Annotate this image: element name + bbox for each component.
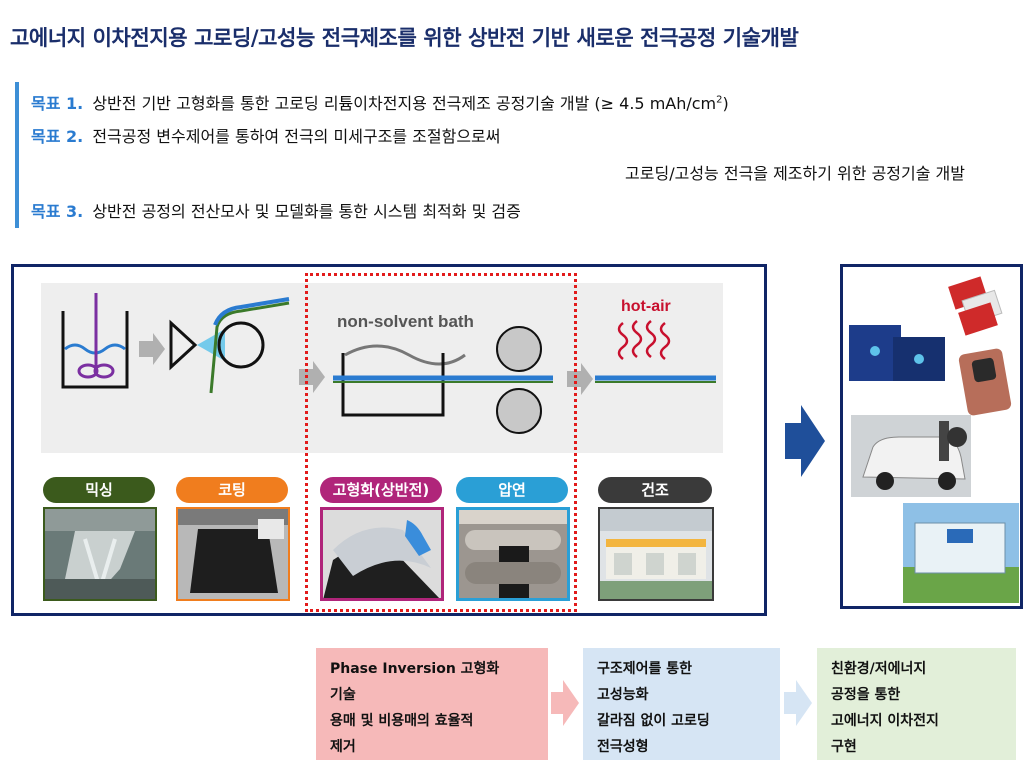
goal-1-tail: ) xyxy=(722,94,729,113)
summary-line: 구현 xyxy=(831,739,857,755)
phase-inversion-highlight xyxy=(305,273,577,612)
arrow-right-icon xyxy=(784,680,812,726)
process-schematic: non-solvent bath hot-air xyxy=(41,283,723,453)
goal-2: 목표 2. 전극공정 변수제어를 통하여 전극의 미세구조를 조절함으로써 xyxy=(31,123,500,147)
battery-module-icon xyxy=(849,325,945,381)
step-drying-label: 건조 xyxy=(598,477,712,503)
big-arrow-right-icon xyxy=(785,405,825,477)
rolling-photo xyxy=(456,507,570,601)
step-rolling-label: 압연 xyxy=(456,477,568,503)
goals-panel: 목표 1. 상반전 기반 고형화를 통한 고로딩 리튬이차전지용 전극제조 공정… xyxy=(15,82,1005,228)
goal-2-continuation: 고로딩/고성능 전극을 제조하기 위한 공정기술 개발 xyxy=(625,164,965,183)
summary-box-structure-control: 구조제어를 통한 고성능화 갈라짐 없이 고로딩 전극성형 xyxy=(583,648,780,760)
hot-air-icon xyxy=(617,320,671,360)
bath-label: non-solvent bath xyxy=(337,312,474,331)
goal-2-text: 전극공정 변수제어를 통하여 전극의 미세구조를 조절함으로써 xyxy=(92,127,501,146)
coating-die-icon xyxy=(169,297,290,394)
summary-box-eco-friendly: 친환경/저에너지 공정을 통한 고에너지 이차전지 구현 xyxy=(817,648,1016,760)
goal-1-label: 목표 1. xyxy=(31,94,84,113)
summary-line: 친환경/저에너지 xyxy=(831,661,927,677)
summary-line: 공정을 통한 xyxy=(831,687,901,703)
hot-air-label: hot-air xyxy=(621,298,671,315)
energy-storage-container-icon xyxy=(903,503,1019,603)
electric-vehicle-icon xyxy=(851,415,971,497)
applications-box xyxy=(840,264,1023,609)
drying-photo xyxy=(598,507,714,601)
step-coating-label: 코팅 xyxy=(176,477,288,503)
mixing-tank-icon xyxy=(61,293,129,389)
goal-3-label: 목표 3. xyxy=(31,202,84,221)
non-solvent-bath-icon xyxy=(333,326,553,434)
summary-line: 고성능화 xyxy=(597,687,649,703)
goal-2-label: 목표 2. xyxy=(31,127,84,146)
goal-1: 목표 1. 상반전 기반 고형화를 통한 고로딩 리튬이차전지용 전극제조 공정… xyxy=(31,90,729,114)
page-title: 고에너지 이차전지용 고로딩/고성능 전극제조를 위한 상반전 기반 새로운 전… xyxy=(10,26,799,50)
arrow-right-icon xyxy=(551,680,579,726)
step-mixing-label: 믹싱 xyxy=(43,477,155,503)
goal-3-text: 상반전 공정의 전산모사 및 모델화를 통한 시스템 최적화 및 검증 xyxy=(92,202,521,221)
summary-line: 제거 xyxy=(330,739,356,755)
summary-line: 기술 xyxy=(330,687,356,703)
foldable-phone-icon xyxy=(958,348,1012,416)
summary-line: 구조제어를 통한 xyxy=(597,661,693,677)
goal-1-superscript: 2 xyxy=(716,94,723,106)
arrow-right-icon xyxy=(567,363,593,395)
summary-box-phase-inversion: Phase Inversion 고형화 기술 용매 및 비용매의 효율적 제거 xyxy=(316,648,548,760)
step-solidification-label: 고형화(상반전) xyxy=(320,477,442,503)
pouch-cells-icon xyxy=(948,276,1003,336)
goal-1-text: 상반전 기반 고형화를 통한 고로딩 리튬이차전지용 전극제조 공정기술 개발 … xyxy=(92,94,717,113)
summary-line: 갈라짐 없이 고로딩 xyxy=(597,713,710,729)
process-diagram-box: non-solvent bath hot-air 믹싱 코팅 xyxy=(11,264,767,616)
goal-3: 목표 3. 상반전 공정의 전산모사 및 모델화를 통한 시스템 최적화 및 검… xyxy=(31,198,521,222)
coating-photo xyxy=(176,507,290,601)
summary-line: 용매 및 비용매의 효율적 xyxy=(330,713,474,729)
solidification-photo xyxy=(320,507,444,601)
summary-line: 고에너지 이차전지 xyxy=(831,713,939,729)
arrow-right-icon xyxy=(139,333,165,365)
mixing-photo xyxy=(43,507,157,601)
summary-line: Phase Inversion 고형화 xyxy=(330,661,500,677)
summary-line: 전극성형 xyxy=(597,739,649,755)
